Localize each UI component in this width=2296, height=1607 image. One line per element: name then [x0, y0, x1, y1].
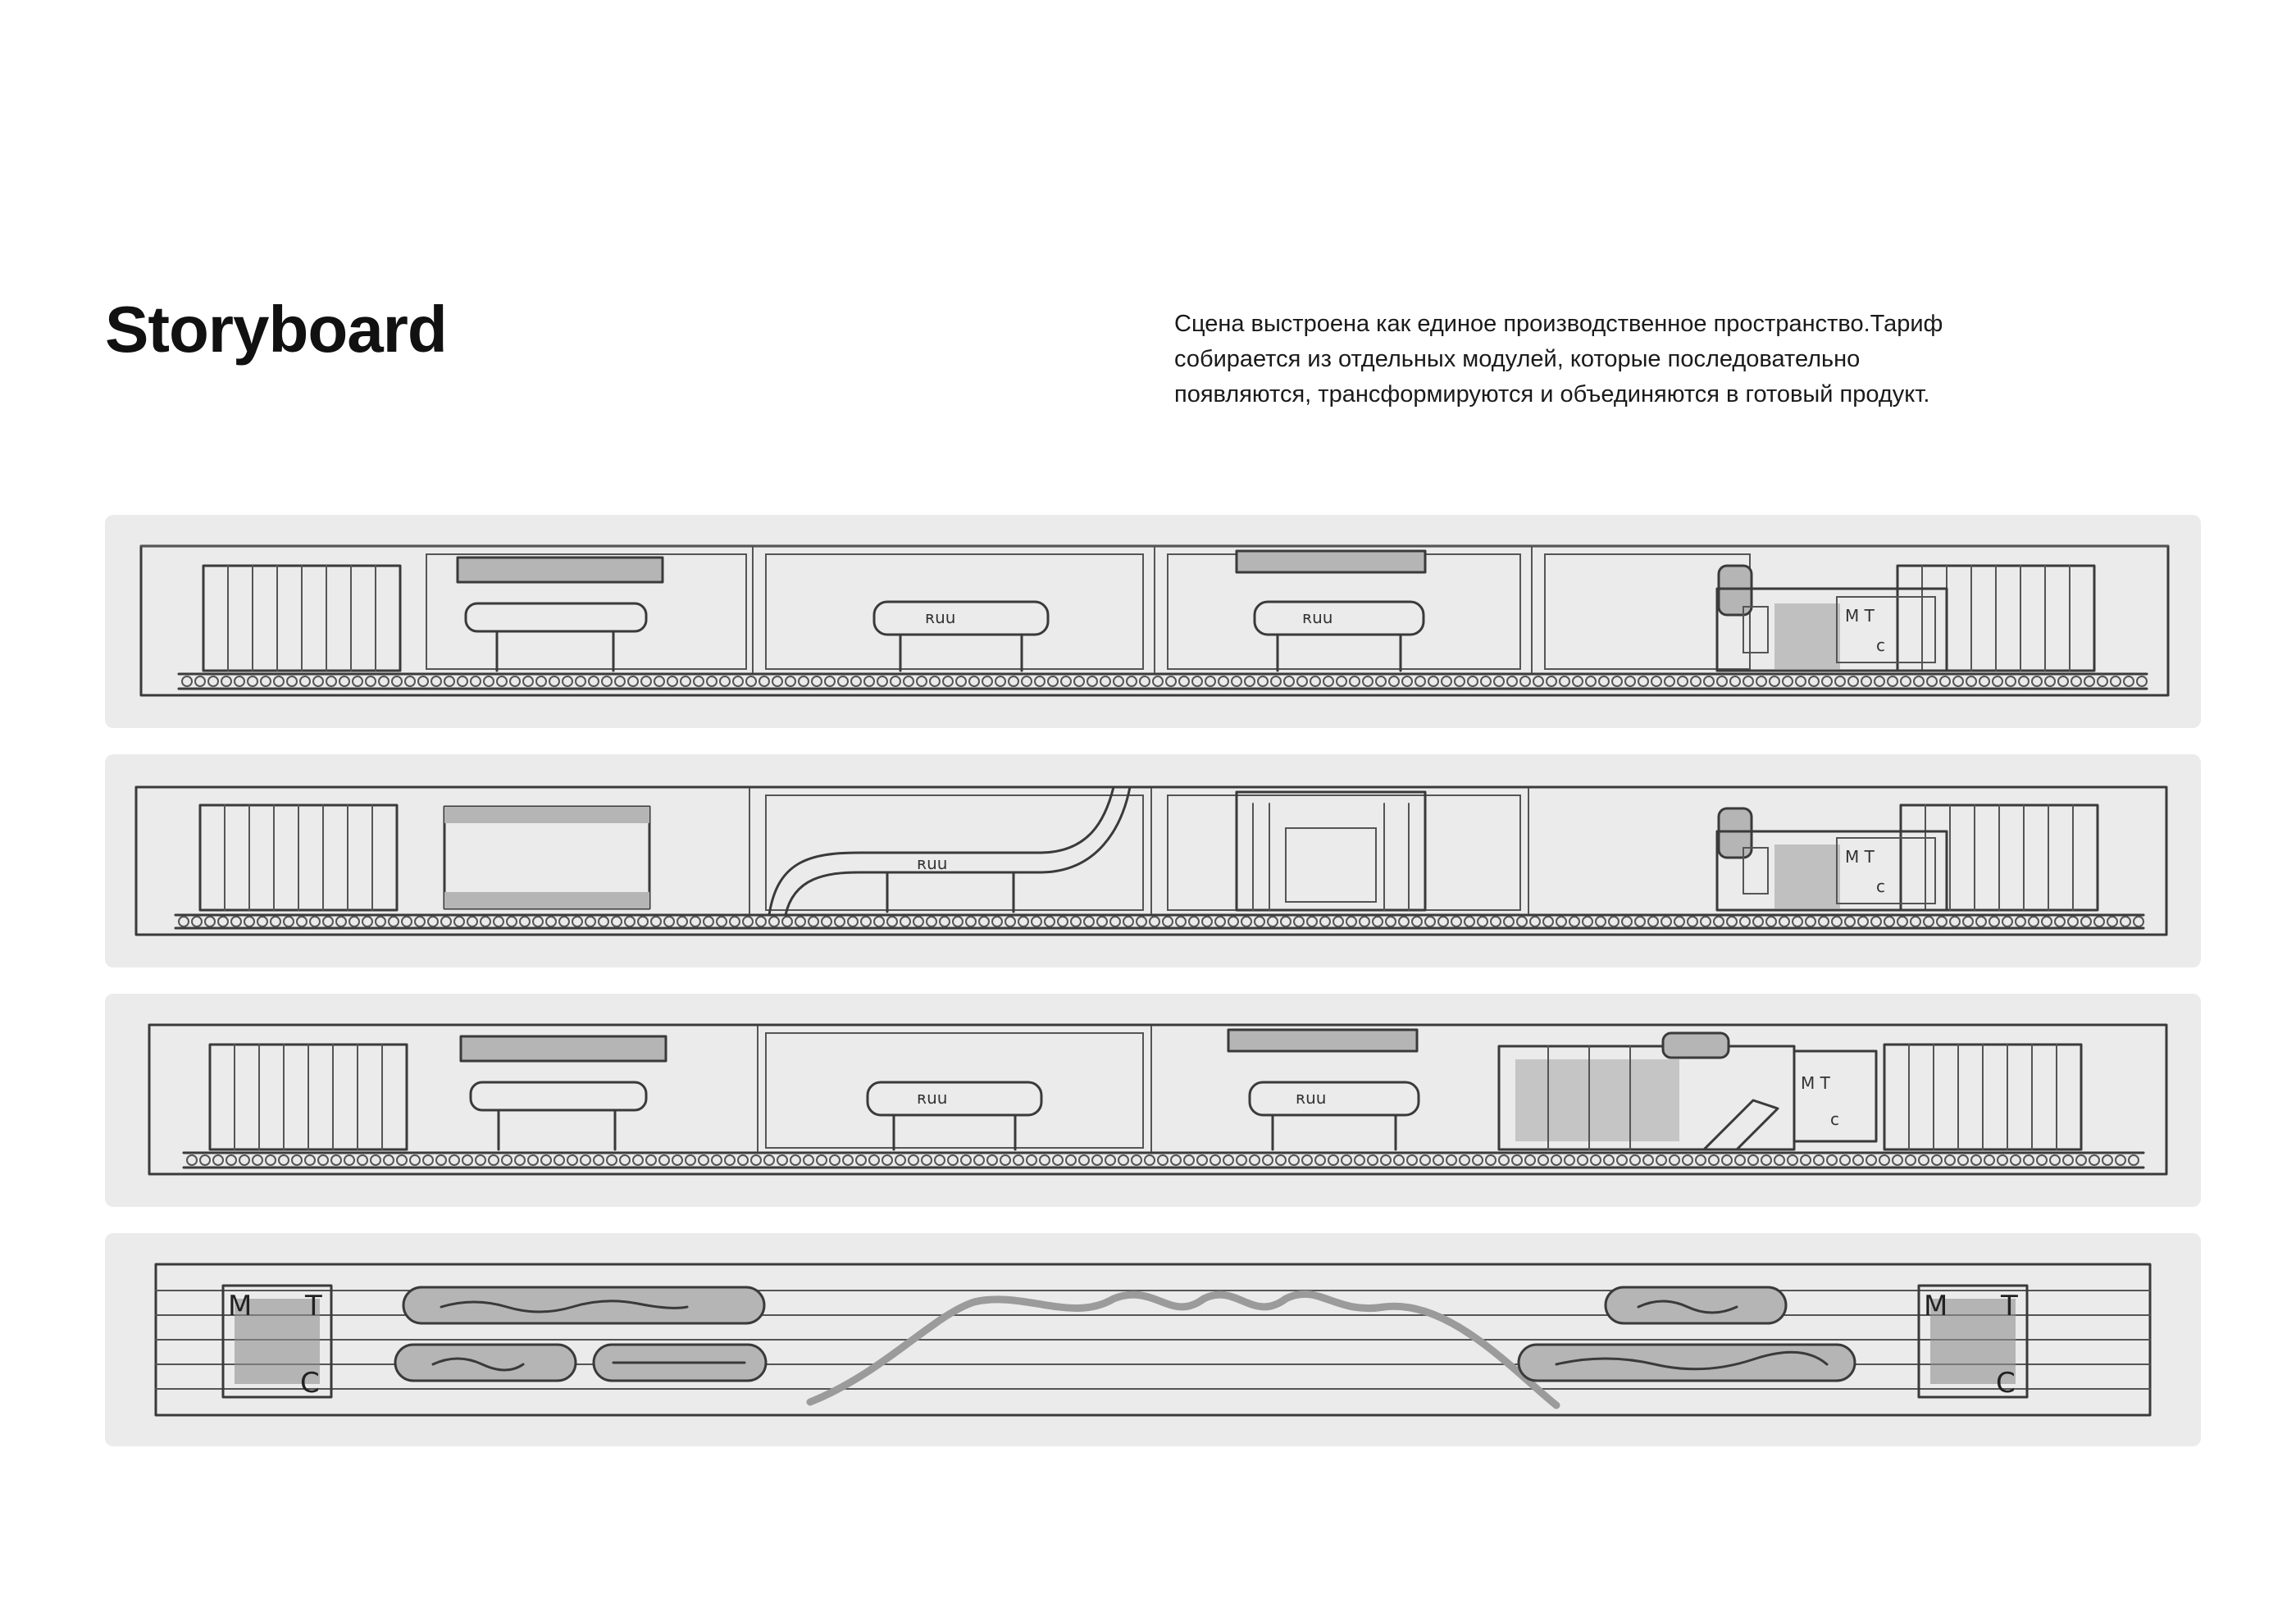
- pipe-module-icon: ʀuu: [866, 1081, 1043, 1151]
- radiator-icon: [1883, 1043, 2083, 1151]
- storyboard-frame-1: ʀuu ʀuu M T c: [105, 515, 2201, 728]
- conveyor-rollers: [178, 916, 2144, 927]
- pill-label-icon: [592, 1343, 768, 1382]
- logo-letter-m: М: [1924, 1290, 1947, 1322]
- svg-text:ʀuu: ʀuu: [1296, 1088, 1326, 1108]
- mts-logo-icon: М Т С: [221, 1284, 333, 1400]
- storyboard-sketch-4: М Т С М Т С: [154, 1263, 2152, 1417]
- pill-label-icon: [394, 1343, 577, 1382]
- mts-logo-icon: М Т С: [1917, 1284, 2029, 1400]
- pipe-module-icon: ʀuu: [1248, 1081, 1420, 1151]
- radiator-icon: [208, 1043, 408, 1151]
- pill-label-icon: [402, 1286, 766, 1325]
- svg-text:ʀuu: ʀuu: [1302, 608, 1332, 627]
- svg-text:c: c: [1876, 635, 1885, 655]
- storyboard-sketch-3: ʀuu ʀuu M T c: [148, 1023, 2168, 1176]
- svg-text:c: c: [1830, 1109, 1839, 1129]
- pill-label-icon: [1517, 1343, 1856, 1382]
- storyboard-frame-4: М Т С М Т С: [105, 1233, 2201, 1446]
- radiator-icon: [202, 564, 402, 672]
- logo-letter-t: Т: [304, 1290, 322, 1322]
- svg-text:M T: M T: [1845, 606, 1875, 626]
- logo-letter-c: С: [300, 1367, 320, 1400]
- page-description: Сцена выстроена как единое производствен…: [1174, 311, 1943, 407]
- svg-text:M T: M T: [1801, 1073, 1831, 1093]
- conveyor-rollers: [186, 1154, 2139, 1166]
- svg-text:M T: M T: [1845, 847, 1875, 867]
- assembly-machine: M T c: [1715, 807, 1948, 912]
- conveyor-rollers: [181, 676, 2148, 687]
- page-title: Storyboard: [105, 293, 448, 366]
- storyboard-frame-2: ʀuu M T c: [105, 754, 2201, 967]
- radiator-icon: [1896, 564, 2096, 672]
- pipe-module-icon: ʀuu: [872, 600, 1050, 672]
- svg-text:ʀuu: ʀuu: [917, 854, 947, 873]
- svg-text:c: c: [1876, 876, 1885, 896]
- assembly-machine: M T c: [1715, 564, 1948, 672]
- logo-letter-m: М: [228, 1290, 252, 1322]
- pipe-module-icon: ʀuu: [1253, 600, 1425, 672]
- storyboard-sketch-2: ʀuu M T c: [134, 785, 2168, 936]
- svg-text:ʀuu: ʀuu: [917, 1088, 947, 1108]
- pill-label-icon: [1604, 1286, 1788, 1325]
- storyboard-sketch-1: ʀuu ʀuu M T c: [139, 544, 2170, 697]
- logo-letter-t: Т: [2000, 1290, 2018, 1322]
- radiator-icon: [198, 804, 399, 912]
- pipe-module-icon: ʀuu: [768, 785, 1132, 917]
- logo-letter-c: С: [1996, 1367, 2016, 1400]
- radiator-icon: [1899, 804, 2099, 912]
- storyboard-frame-3: ʀuu ʀuu M T c: [105, 994, 2201, 1207]
- pipe-module-icon: [469, 1081, 648, 1151]
- svg-text:ʀuu: ʀuu: [925, 608, 955, 627]
- assembly-machine: M T c: [1497, 1031, 1878, 1151]
- pipe-module-icon: [464, 602, 648, 672]
